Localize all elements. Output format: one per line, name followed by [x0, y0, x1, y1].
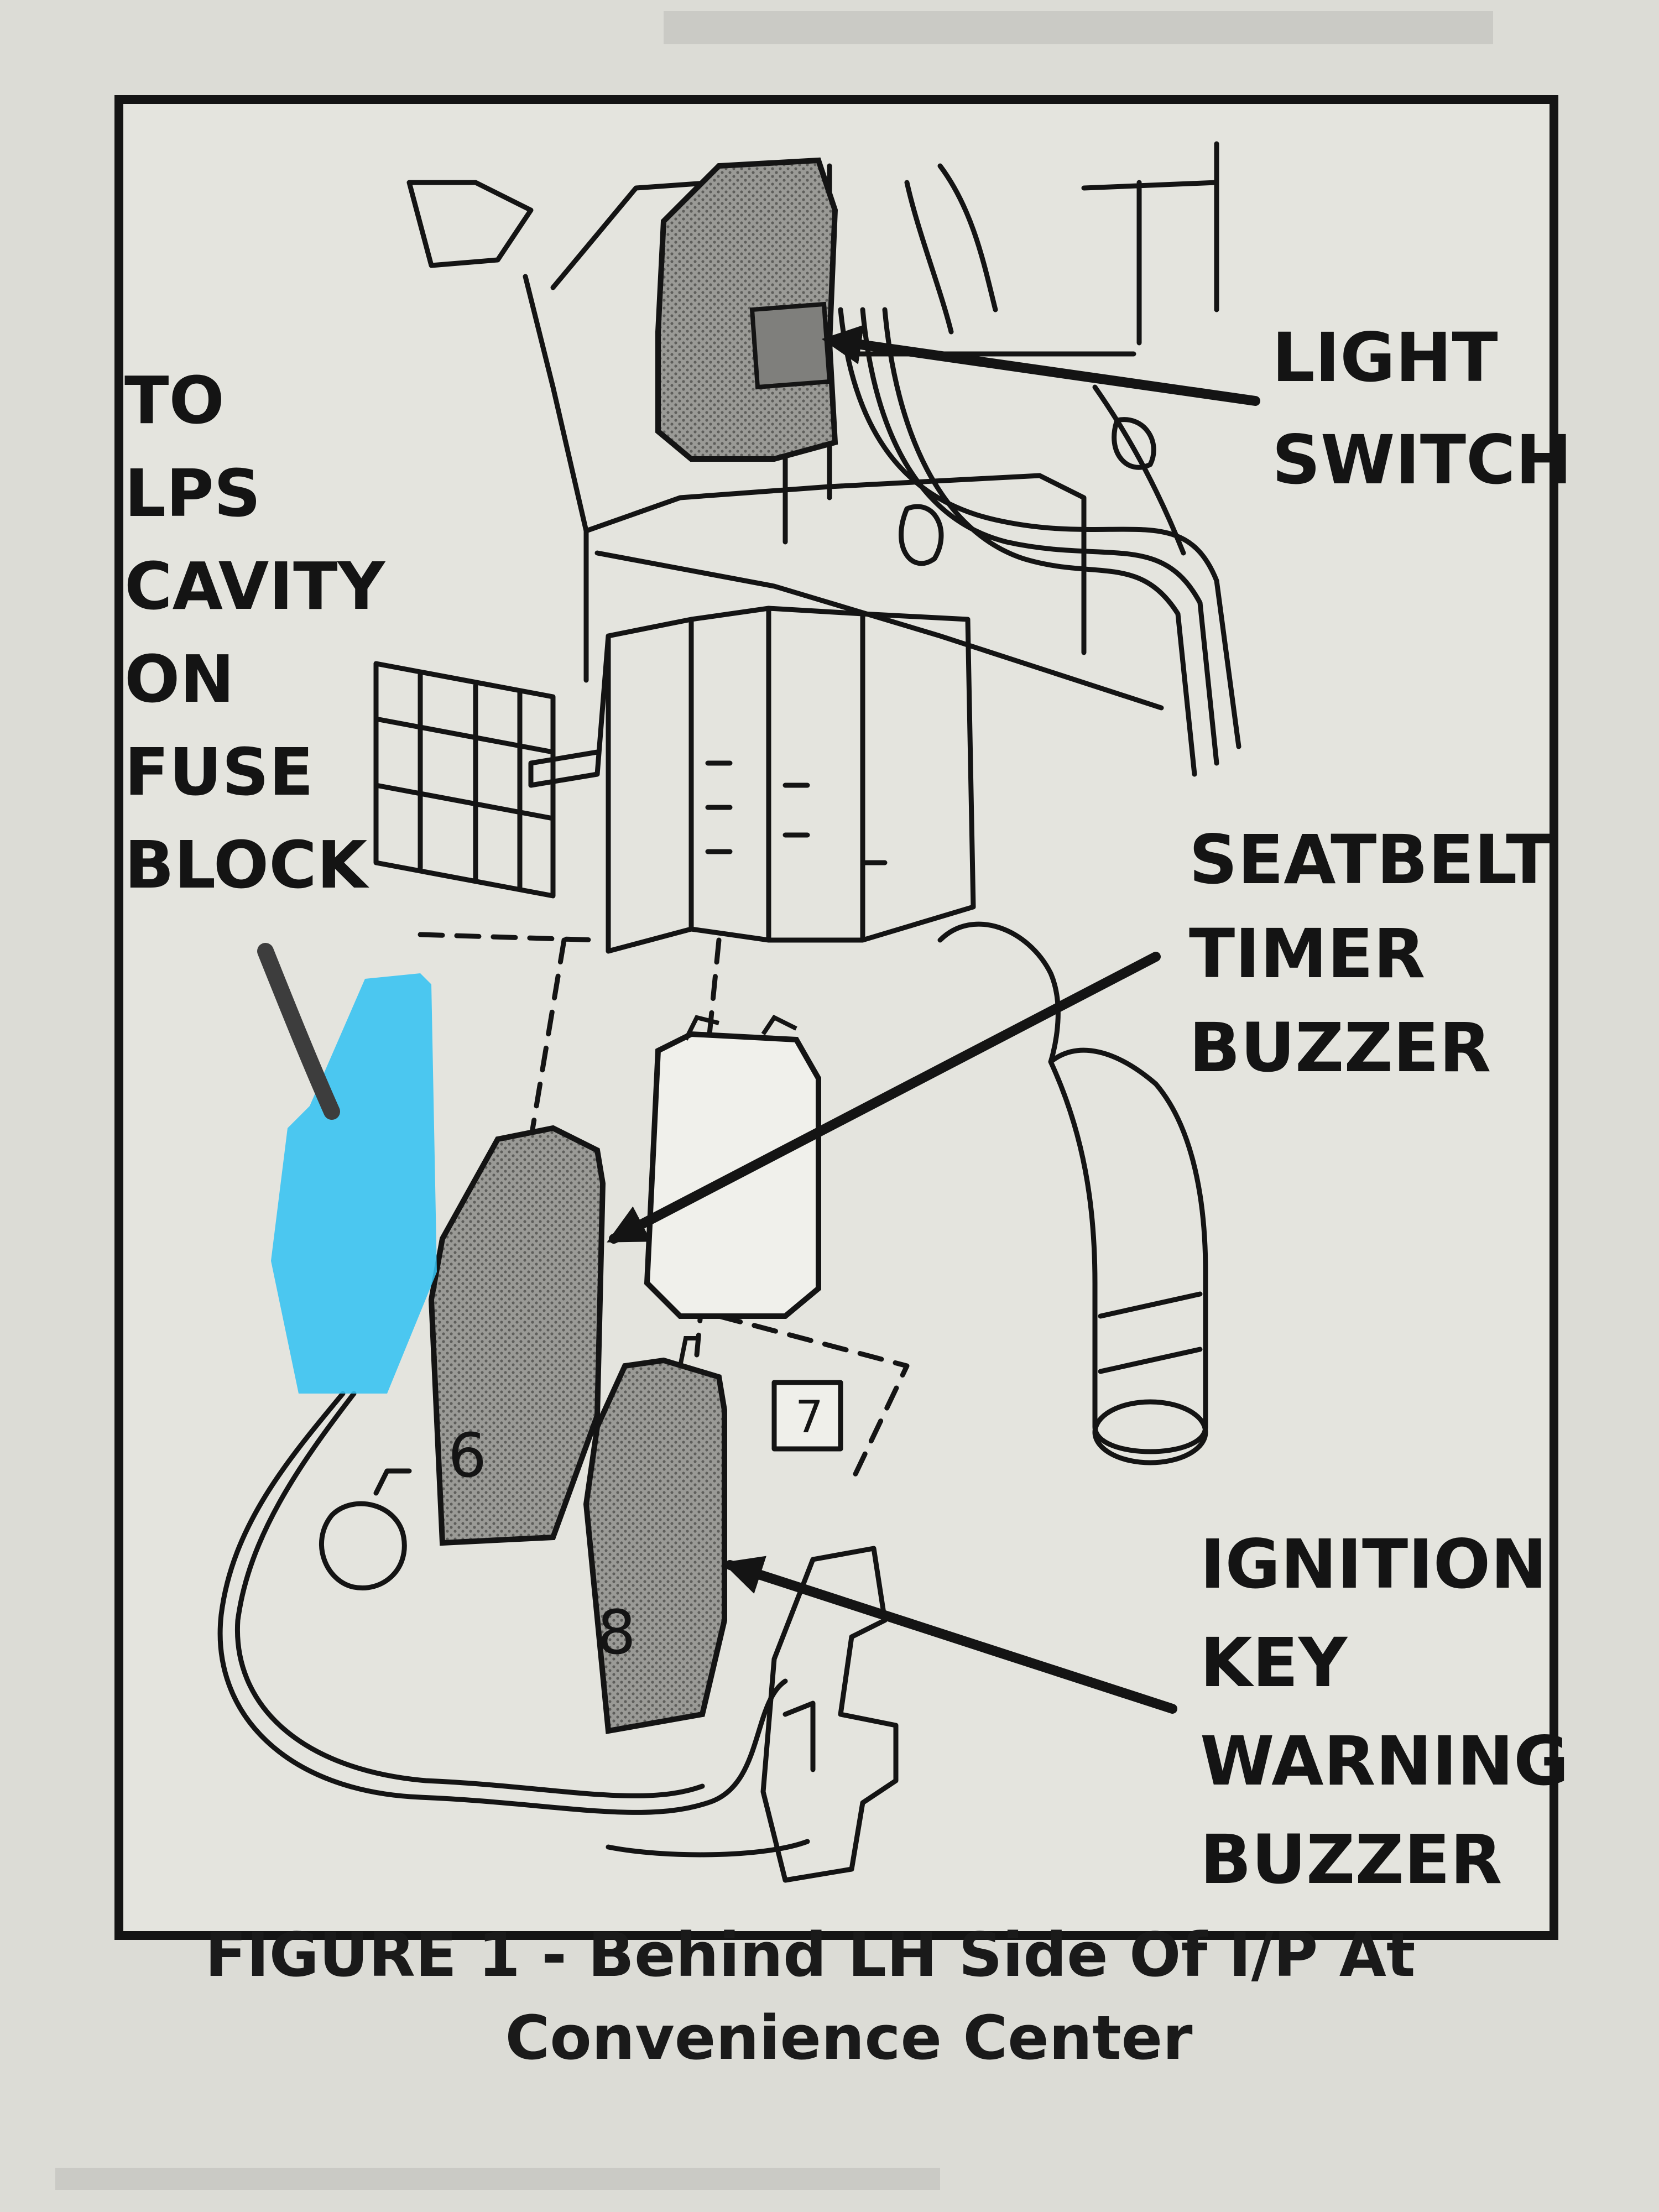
label-line: FUSE — [124, 734, 314, 810]
label-line: BLOCK — [124, 827, 368, 903]
highlighted-connector — [271, 973, 437, 1394]
light-switch-knob — [749, 301, 832, 390]
caption-line-1: FIGURE 1 - Behind LH Side Of I/P At — [205, 1919, 1416, 1990]
paper-bleed-through — [55, 11, 1493, 2190]
lower-harness-wire — [217, 1391, 810, 1858]
label-ignition-key-warning-buzzer: IGNITION KEY WARNING BUZZER — [1200, 1515, 1569, 1909]
label-line: SEATBELT — [1189, 821, 1552, 899]
label-seatbelt-timer-buzzer: SEATBELT TIMER BUZZER — [1189, 813, 1552, 1095]
wire-harness — [838, 163, 1241, 777]
label-line: SWITCH — [1272, 421, 1572, 499]
connector-pins — [705, 760, 888, 865]
module-6-number: 6 — [448, 1420, 487, 1491]
arrow-light-switch — [821, 325, 1260, 406]
arrow-ignition-buzzer — [722, 1556, 1177, 1714]
label-line: TIMER — [1189, 915, 1426, 993]
module-8 — [583, 1357, 727, 1734]
wire-bundle-clip — [899, 417, 1156, 566]
label-line: BUZZER — [1189, 1009, 1491, 1087]
left-bracket — [406, 180, 589, 534]
connector-wire-top — [257, 943, 340, 1120]
arrow-seatbelt-buzzer — [607, 952, 1161, 1244]
module-8-number: 8 — [597, 1597, 636, 1668]
label-line: ON — [124, 641, 235, 717]
small-box-number: 7 — [795, 1391, 823, 1443]
caption-line-2: Convenience Center — [505, 2002, 1193, 2073]
label-line: TO — [124, 362, 225, 439]
label-line: KEY — [1200, 1624, 1348, 1702]
duct-end — [1092, 1399, 1208, 1465]
label-light-switch: LIGHT SWITCH — [1272, 307, 1572, 512]
label-fuse-block: TO LPS CAVITY ON FUSE BLOCK — [124, 354, 385, 911]
figure-caption: FIGURE 1 - Behind LH Side Of I/P At Conv… — [0, 1913, 1659, 2079]
label-line: CAVITY — [124, 548, 385, 624]
connector-stack — [528, 606, 976, 954]
small-box-7 — [771, 1380, 843, 1452]
hatched-panel — [373, 661, 556, 899]
module-6 — [428, 1125, 606, 1546]
label-line: BUZZER — [1200, 1820, 1503, 1899]
label-line: LPS — [124, 455, 261, 531]
label-line: IGNITION — [1200, 1525, 1547, 1604]
bulb-clip — [319, 1468, 412, 1590]
label-line: WARNING — [1200, 1722, 1569, 1801]
label-line: LIGHT — [1272, 319, 1498, 397]
